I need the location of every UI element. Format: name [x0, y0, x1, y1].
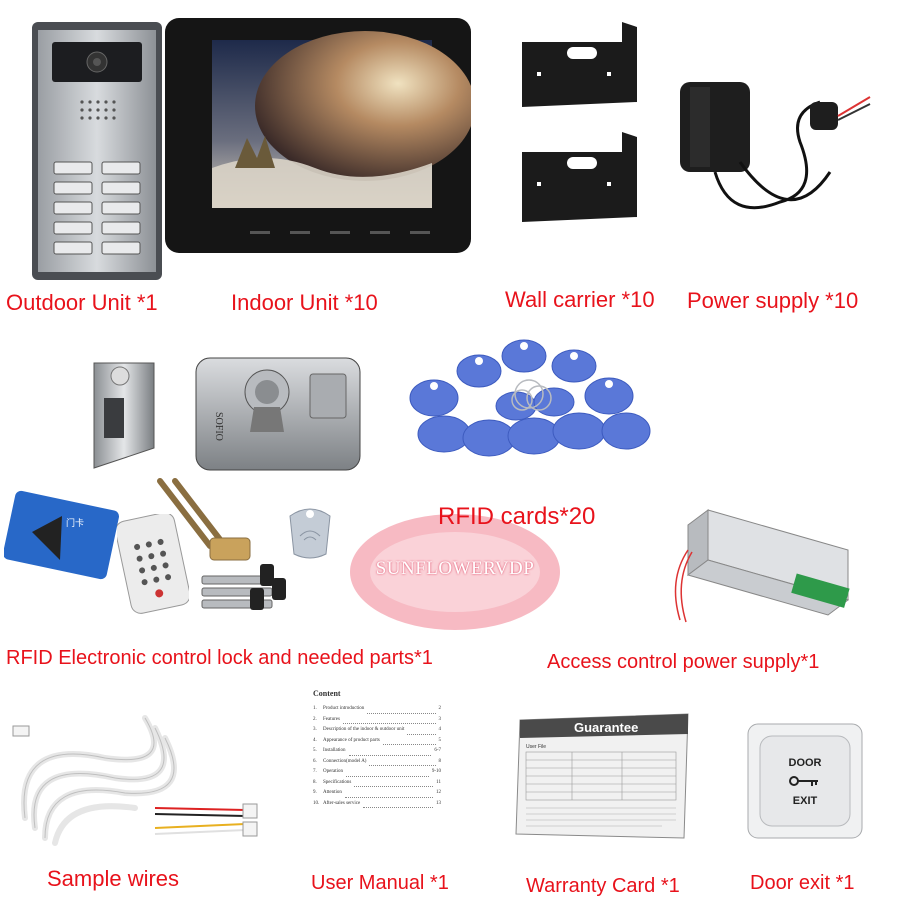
- manual-item-number: 6.: [313, 758, 317, 764]
- door-exit-label: Door exit *1: [750, 872, 855, 894]
- manual-item: 1. Product introduction 2: [313, 706, 441, 717]
- manual-item-page: 8: [438, 758, 442, 764]
- watermark-text: SUNFLOWERVDP: [375, 558, 535, 579]
- manual-item-text: After-sales service: [323, 800, 361, 806]
- manual-item-page: 5: [438, 737, 442, 743]
- rfid-cards-label: RFID cards*20: [438, 503, 596, 530]
- rfid-lock-label: RFID Electronic control lock and needed …: [6, 647, 433, 669]
- warranty-card-label: Warranty Card *1: [526, 875, 680, 897]
- manual-item-page: 12: [436, 790, 441, 795]
- remote-control-image: [115, 512, 191, 614]
- user-manual-image: Content 1. Product introduction 2 2. Feature…: [305, 687, 445, 865]
- door-exit-button-image: DOOR EXIT: [746, 722, 864, 840]
- manual-item-number: 3.: [313, 727, 317, 732]
- manual-item: 6. Connection(model A) 8: [313, 759, 441, 770]
- manual-title: Content: [313, 689, 341, 698]
- manual-item: 8. Specifications 11: [313, 780, 441, 791]
- manual-item-number: 5.: [313, 748, 317, 753]
- manual-item: 10.After-sales service 13: [313, 801, 441, 812]
- lock-keeper-image: [84, 358, 174, 473]
- door-exit-bottom-text: EXIT: [793, 795, 818, 807]
- manual-item-page: 2: [438, 706, 442, 711]
- lock-cylinder-keys-image: [150, 476, 300, 614]
- electronic-lock-image: SOFIO: [192, 352, 364, 476]
- manual-item-text: Specifications: [323, 779, 352, 785]
- rfid-cards-image: [404, 336, 660, 466]
- manual-item: 7. Operation 9-10: [313, 769, 441, 780]
- manual-item-text: Appearance of product parts: [323, 737, 380, 743]
- manual-item-number: 1.: [313, 706, 317, 711]
- power-supply-label: Power supply *10: [687, 288, 859, 313]
- warranty-card-image: Guarantee User File: [512, 710, 692, 842]
- manual-contents: 1. Product introduction 2 2. Features 3 3. Desc…: [305, 706, 445, 811]
- indoor-unit-label: Indoor Unit *10: [231, 290, 378, 315]
- manual-item-page: 6-7: [434, 748, 441, 753]
- indoor-unit-image: [165, 18, 475, 253]
- blue-card-image: 门卡: [2, 486, 122, 586]
- manual-item: 9. Attention 12: [313, 790, 441, 801]
- guarantee-user-file: User File: [526, 744, 546, 750]
- sample-wires-label: Sample wires: [47, 866, 180, 891]
- manual-item-page: 3: [438, 716, 442, 722]
- manual-item-text: Attention: [323, 790, 342, 795]
- manual-item-page: 9-10: [431, 769, 441, 774]
- manual-item-text: Connection(model A): [323, 758, 367, 764]
- manual-item-text: Description of the indoor & outdoor unit: [323, 727, 405, 732]
- power-supply-image: [670, 42, 880, 242]
- manual-item-text: Product introduction: [323, 706, 365, 711]
- manual-item-text: Installation: [323, 748, 346, 753]
- user-manual-label: User Manual *1: [311, 872, 449, 894]
- access-power-label: Access control power supply*1: [547, 651, 820, 673]
- door-exit-top-text: DOOR: [789, 757, 822, 769]
- manual-item-text: Features: [323, 716, 340, 722]
- sample-wires-image: [5, 698, 295, 860]
- manual-item: 4. Appearance of product parts 5: [313, 738, 441, 749]
- manual-item-page: 4: [438, 727, 442, 732]
- guarantee-title: Guarantee: [574, 720, 638, 735]
- manual-item: 5. Installation 6-7: [313, 748, 441, 759]
- lock-brand-text: SOFIO: [213, 412, 224, 441]
- manual-item-page: 13: [436, 800, 441, 806]
- access-power-supply-image: [658, 490, 868, 640]
- rfid-reader-fob-image: [282, 502, 338, 562]
- watermark: SUNFLOWERVDP: [345, 500, 565, 640]
- manual-item: 2. Features 3: [313, 717, 441, 728]
- card-text: 门卡: [66, 517, 84, 529]
- manual-item-page: 11: [436, 779, 441, 785]
- manual-item-number: 10.: [313, 800, 320, 806]
- manual-item-number: 9.: [313, 790, 317, 795]
- manual-item-number: 2.: [313, 716, 317, 722]
- wall-carrier-label: Wall carrier *10: [505, 287, 655, 312]
- manual-item-text: Operation: [323, 769, 343, 774]
- manual-item-number: 7.: [313, 769, 317, 774]
- manual-item: 3. Description of the indoor & outdoor un…: [313, 727, 441, 738]
- manual-item-number: 4.: [313, 737, 317, 743]
- manual-item-number: 8.: [313, 779, 317, 785]
- outdoor-unit-label: Outdoor Unit *1: [6, 290, 158, 315]
- wall-carrier-image: [512, 22, 652, 272]
- outdoor-unit-image: [32, 22, 162, 280]
